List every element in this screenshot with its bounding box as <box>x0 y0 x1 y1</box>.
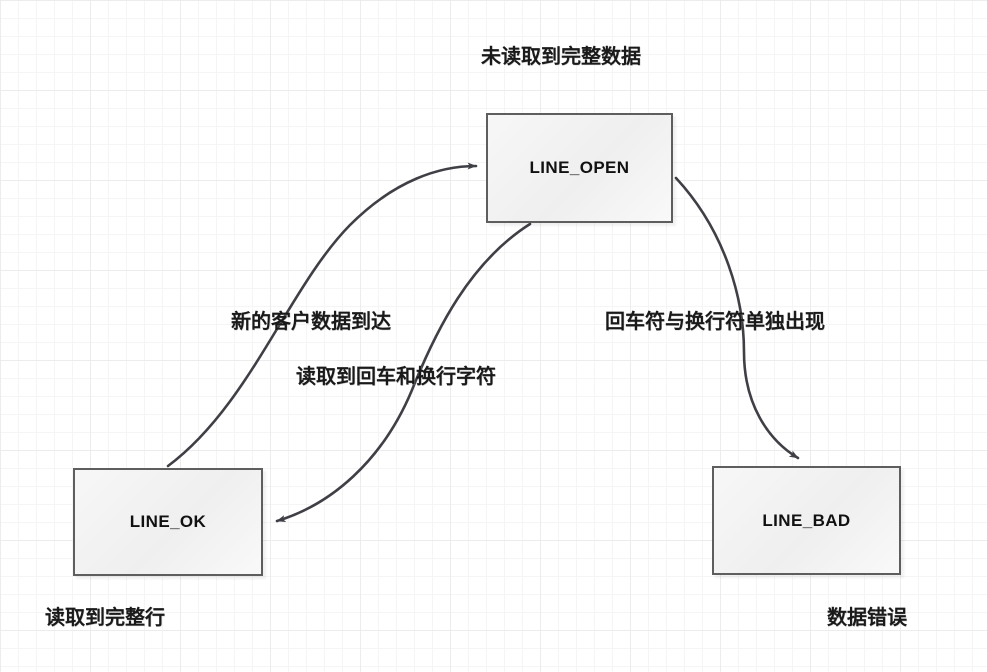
caption-line-bad: 数据错误 <box>827 605 907 629</box>
node-line-open-label: LINE_OPEN <box>529 158 630 177</box>
node-line-open[interactable]: LINE_OPEN <box>486 113 673 223</box>
node-line-bad[interactable]: LINE_BAD <box>712 466 901 575</box>
edge-label-cr-lf-alone: 回车符与换行符单独出现 <box>605 309 825 333</box>
edge-label-new-client-data: 新的客户数据到达 <box>231 309 391 333</box>
node-line-ok-label: LINE_OK <box>129 512 207 531</box>
node-line-bad-label: LINE_BAD <box>762 510 851 530</box>
edge-label-read-crlf-chars: 读取到回车和换行字符 <box>296 364 496 388</box>
caption-unread-complete-data: 未读取到完整数据 <box>481 44 641 68</box>
node-line-ok[interactable]: LINE_OK <box>73 468 263 576</box>
caption-line-ok: 读取到完整行 <box>45 605 165 629</box>
